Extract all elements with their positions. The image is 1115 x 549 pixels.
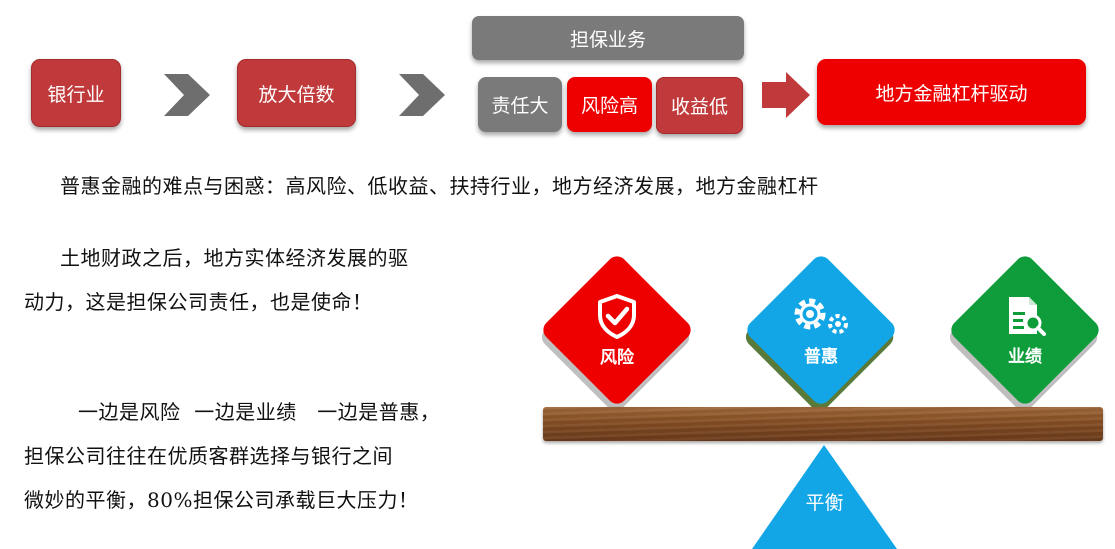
high-responsibility-label: 责任大 [491, 95, 549, 117]
leverage-label: 放大倍数 [258, 83, 335, 106]
risk-diamond: 风险 [537, 250, 697, 410]
bank-industry-label: 银行业 [47, 83, 105, 106]
local-finance-driver-box: 地方金融杠杆驱动 [817, 59, 1086, 125]
inclusive-diamond: 普惠 [741, 250, 901, 410]
arrow-right-icon [399, 74, 445, 116]
paragraph-driver-line-1: 土地财政之后，地方实体经济发展的驱 [60, 246, 409, 270]
guarantee-business-header: 担保业务 [472, 16, 744, 60]
high-risk-box: 风险高 [567, 77, 652, 132]
paragraph-balance-line-3: 微妙的平衡，80%担保公司承载巨大压力！ [24, 488, 419, 512]
arrow-right-icon [164, 74, 210, 116]
paragraph-balance-line-1: 一边是风险 一边是业绩 一边是普惠， [78, 400, 441, 424]
high-responsibility-box: 责任大 [478, 77, 562, 132]
paragraph-driver-line-2: 动力，这是担保公司责任，也是使命！ [24, 290, 373, 314]
inclusive-label: 普惠 [804, 346, 838, 367]
performance-diamond: 业绩 [945, 250, 1105, 410]
shield-check-icon [598, 293, 636, 339]
difficulty-statement: 普惠金融的难点与困惑：高风险、低收益、扶持行业，地方经济发展，地方金融杠杆 [60, 174, 819, 198]
guarantee-business-label: 担保业务 [569, 28, 646, 51]
balance-label: 平衡 [805, 492, 844, 514]
document-search-icon [1009, 296, 1046, 336]
leverage-box: 放大倍数 [237, 59, 356, 127]
gears-icon [794, 298, 848, 334]
low-return-label: 收益低 [670, 96, 728, 118]
fulcrum-triangle [752, 445, 897, 549]
balance-plank [543, 407, 1103, 441]
paragraph-balance-line-2: 担保公司往往在优质客群选择与银行之间 [24, 444, 393, 468]
low-return-box: 收益低 [656, 77, 743, 134]
risk-label: 风险 [600, 347, 634, 368]
bank-industry-box: 银行业 [31, 59, 121, 127]
performance-label: 业绩 [1008, 346, 1042, 367]
arrow-right-icon [762, 72, 810, 118]
high-risk-label: 风险高 [580, 95, 638, 117]
local-finance-driver-label: 地方金融杠杆驱动 [875, 82, 1028, 105]
